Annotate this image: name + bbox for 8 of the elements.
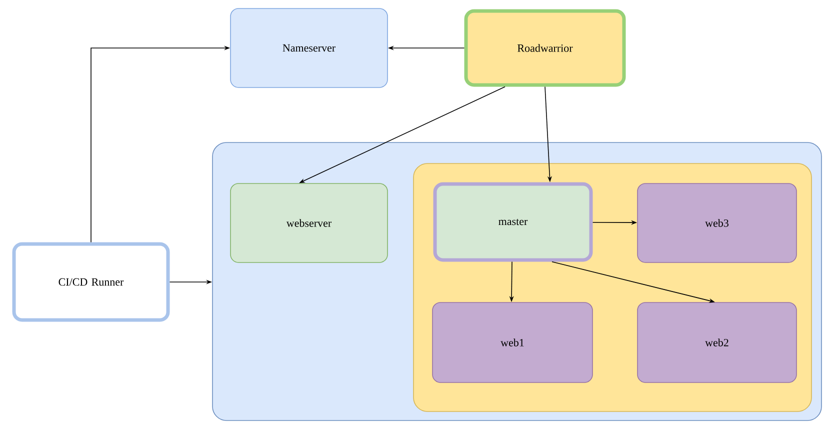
process-box: Nameserver xyxy=(230,8,388,88)
process-box: web3 xyxy=(637,183,797,263)
process-box: Roadwarrior xyxy=(464,9,626,87)
process-box: master xyxy=(433,182,593,262)
process-box: CI/CD Runner xyxy=(12,242,170,322)
process-box: web2 xyxy=(637,302,797,383)
process-box: web1 xyxy=(432,302,593,383)
process-box: webserver xyxy=(230,183,388,263)
